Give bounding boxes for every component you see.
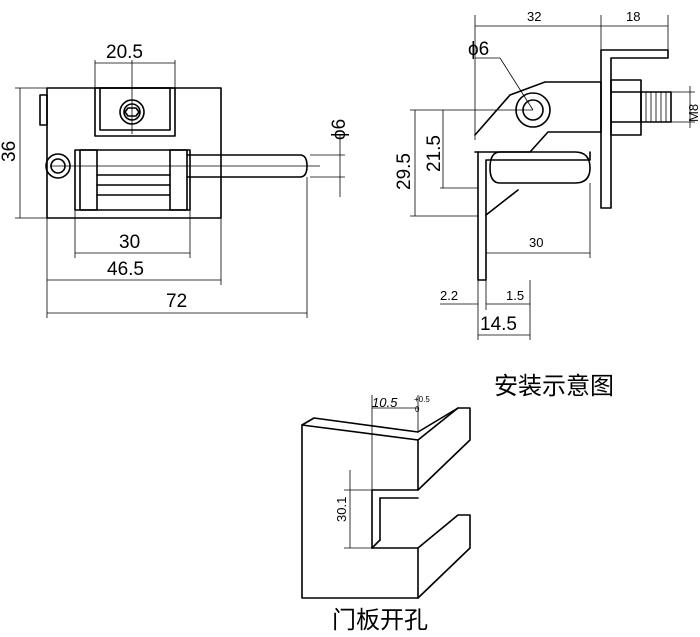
dim-30-text: 30 [119, 232, 140, 253]
arm-diagonal [485, 189, 519, 216]
dim-30-side-text: 30 [529, 235, 543, 250]
dim-10-5-text: 10.5 [372, 395, 398, 410]
dim-tol-upper: +0.5 [414, 395, 430, 404]
install-diagram-caption: 安装示意图 [494, 372, 614, 400]
hex-socket-icon [124, 107, 140, 117]
panel-top-edge [301, 407, 459, 433]
hinge-arm [474, 81, 602, 153]
cutout-corner [371, 539, 381, 549]
dim-30-1-text: 30.1 [334, 497, 349, 522]
dim-tol-lower: 0 [415, 405, 420, 414]
panel-cutout-caption: 门板开孔 [332, 606, 428, 634]
top-block-inner [99, 87, 171, 131]
leader-line [499, 57, 534, 111]
dim-72-text: 72 [166, 291, 187, 312]
knuckle-section [74, 149, 191, 211]
dim-dia-6-text: ϕ6 [468, 39, 489, 60]
panel-outline [301, 407, 471, 599]
dim-29-5-text: 29.5 [394, 153, 415, 190]
panel-cutout-view: 10.5 +0.5 0 30.1 门板开孔 [301, 395, 471, 634]
top-block [94, 87, 176, 137]
dim-36-text: 36 [0, 141, 20, 162]
dim-m8-text: M8 [686, 104, 700, 122]
dim-1-5-text: 1.5 [506, 288, 524, 303]
dim-32-text: 32 [527, 9, 541, 24]
dim-20-5-text: 20.5 [106, 42, 143, 63]
nut [610, 79, 642, 136]
dim-18-text: 18 [626, 9, 640, 24]
dim-46-5-text: 46.5 [107, 259, 144, 280]
front-view: 20.5 36 ϕ6 30 46.5 72 [0, 42, 350, 318]
dim-21-5-text: 21.5 [424, 135, 445, 172]
left-tab [39, 94, 48, 126]
dim-pin-dia-text: ϕ6 [329, 119, 350, 140]
dim-14-5-text: 14.5 [480, 314, 517, 335]
dim-2-2-text: 2.2 [440, 288, 458, 303]
side-view: 32 18 ϕ6 M8 29.5 21.5 30 2.2 1.5 14.5 [394, 9, 700, 400]
lower-bracket [477, 151, 591, 281]
lower-slot [489, 151, 591, 184]
knuckle-left [79, 149, 98, 211]
knuckle-right [169, 149, 188, 211]
